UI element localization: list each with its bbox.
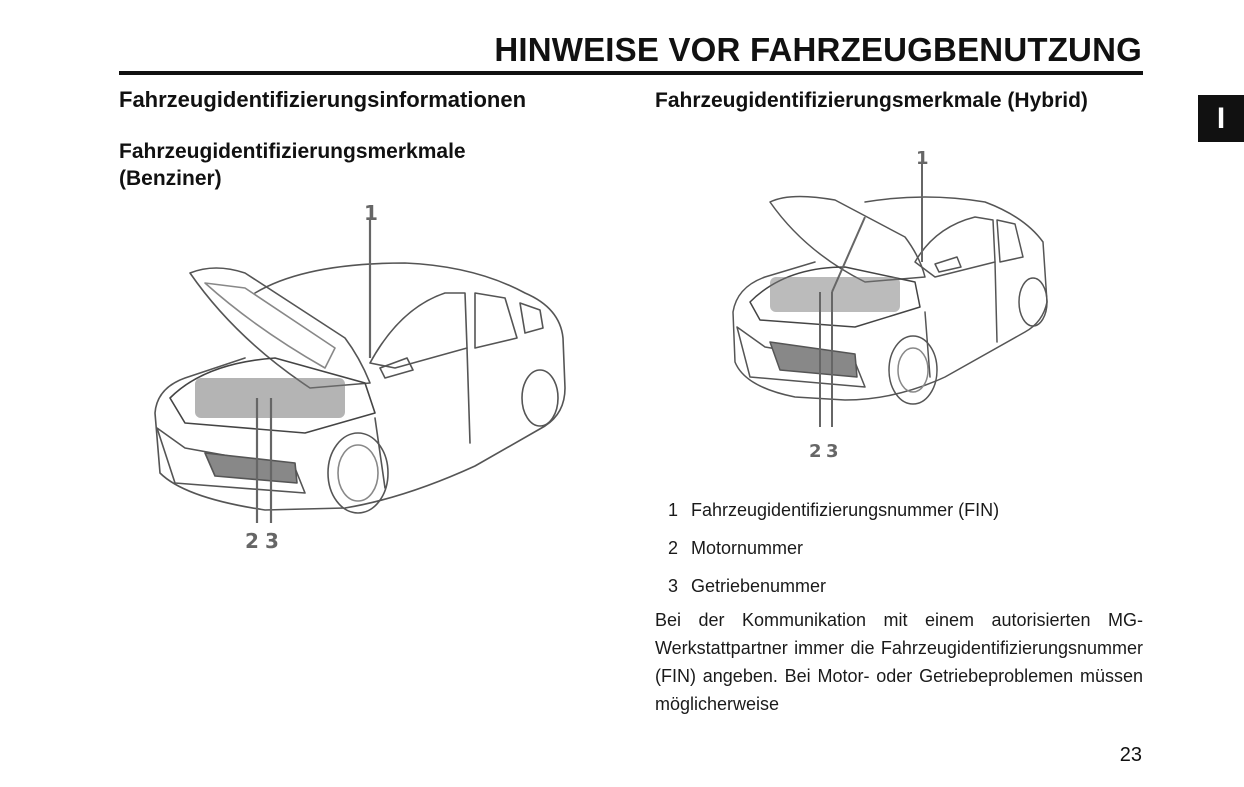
legend-item-transmission-number: 3 Getriebenummer [655,567,1145,605]
callout-3: 3 [265,529,279,553]
figure-hybrid-car: 1 2 3 [725,142,1055,467]
callout-1: 1 [916,148,929,169]
legend-label: Motornummer [691,537,804,558]
legend-item-engine-number: 2 Motornummer [655,529,1145,567]
page-number: 23 [1119,744,1142,766]
legend-item-vin: 1 Fahrzeugidentifizierungsnummer (FIN) [655,491,1145,529]
figure-legend: 1 Fahrzeugidentifizierungsnummer (FIN) 2… [655,491,1145,605]
callout-1: 1 [364,201,378,225]
legend-number: 3 [667,575,678,596]
legend-label: Fahrzeugidentifizierungsnummer (FIN) [691,499,1000,520]
legend-label: Getriebenummer [691,575,827,596]
figure-petrol-car: 1 2 3 [145,198,580,558]
subsection-title-petrol-line1: Fahrzeugidentifizierungsmerkmale [119,140,466,163]
subsection-title-hybrid: Fahrzeugidentifizierungsmerkmale (Hybrid… [655,89,1088,112]
header-divider [119,71,1143,75]
legend-number: 1 [667,499,678,520]
chapter-tab: I [1198,95,1244,142]
body-paragraph: Bei der Kommunikation mit einem autorisi… [655,610,1143,714]
legend-number: 2 [667,537,678,558]
section-title: Fahrzeugidentifizierungsinformationen [119,87,527,112]
subsection-title-petrol-line2: (Benziner) [119,167,222,190]
page-header-title: HINWEISE VOR FAHRZEUGBENUTZUNG [494,31,1142,68]
callout-2: 2 [809,441,822,462]
callout-3: 3 [826,441,839,462]
car-illustration-petrol: 1 2 3 [154,201,566,553]
callout-2: 2 [245,529,259,553]
car-illustration-hybrid: 1 2 3 [732,148,1048,462]
